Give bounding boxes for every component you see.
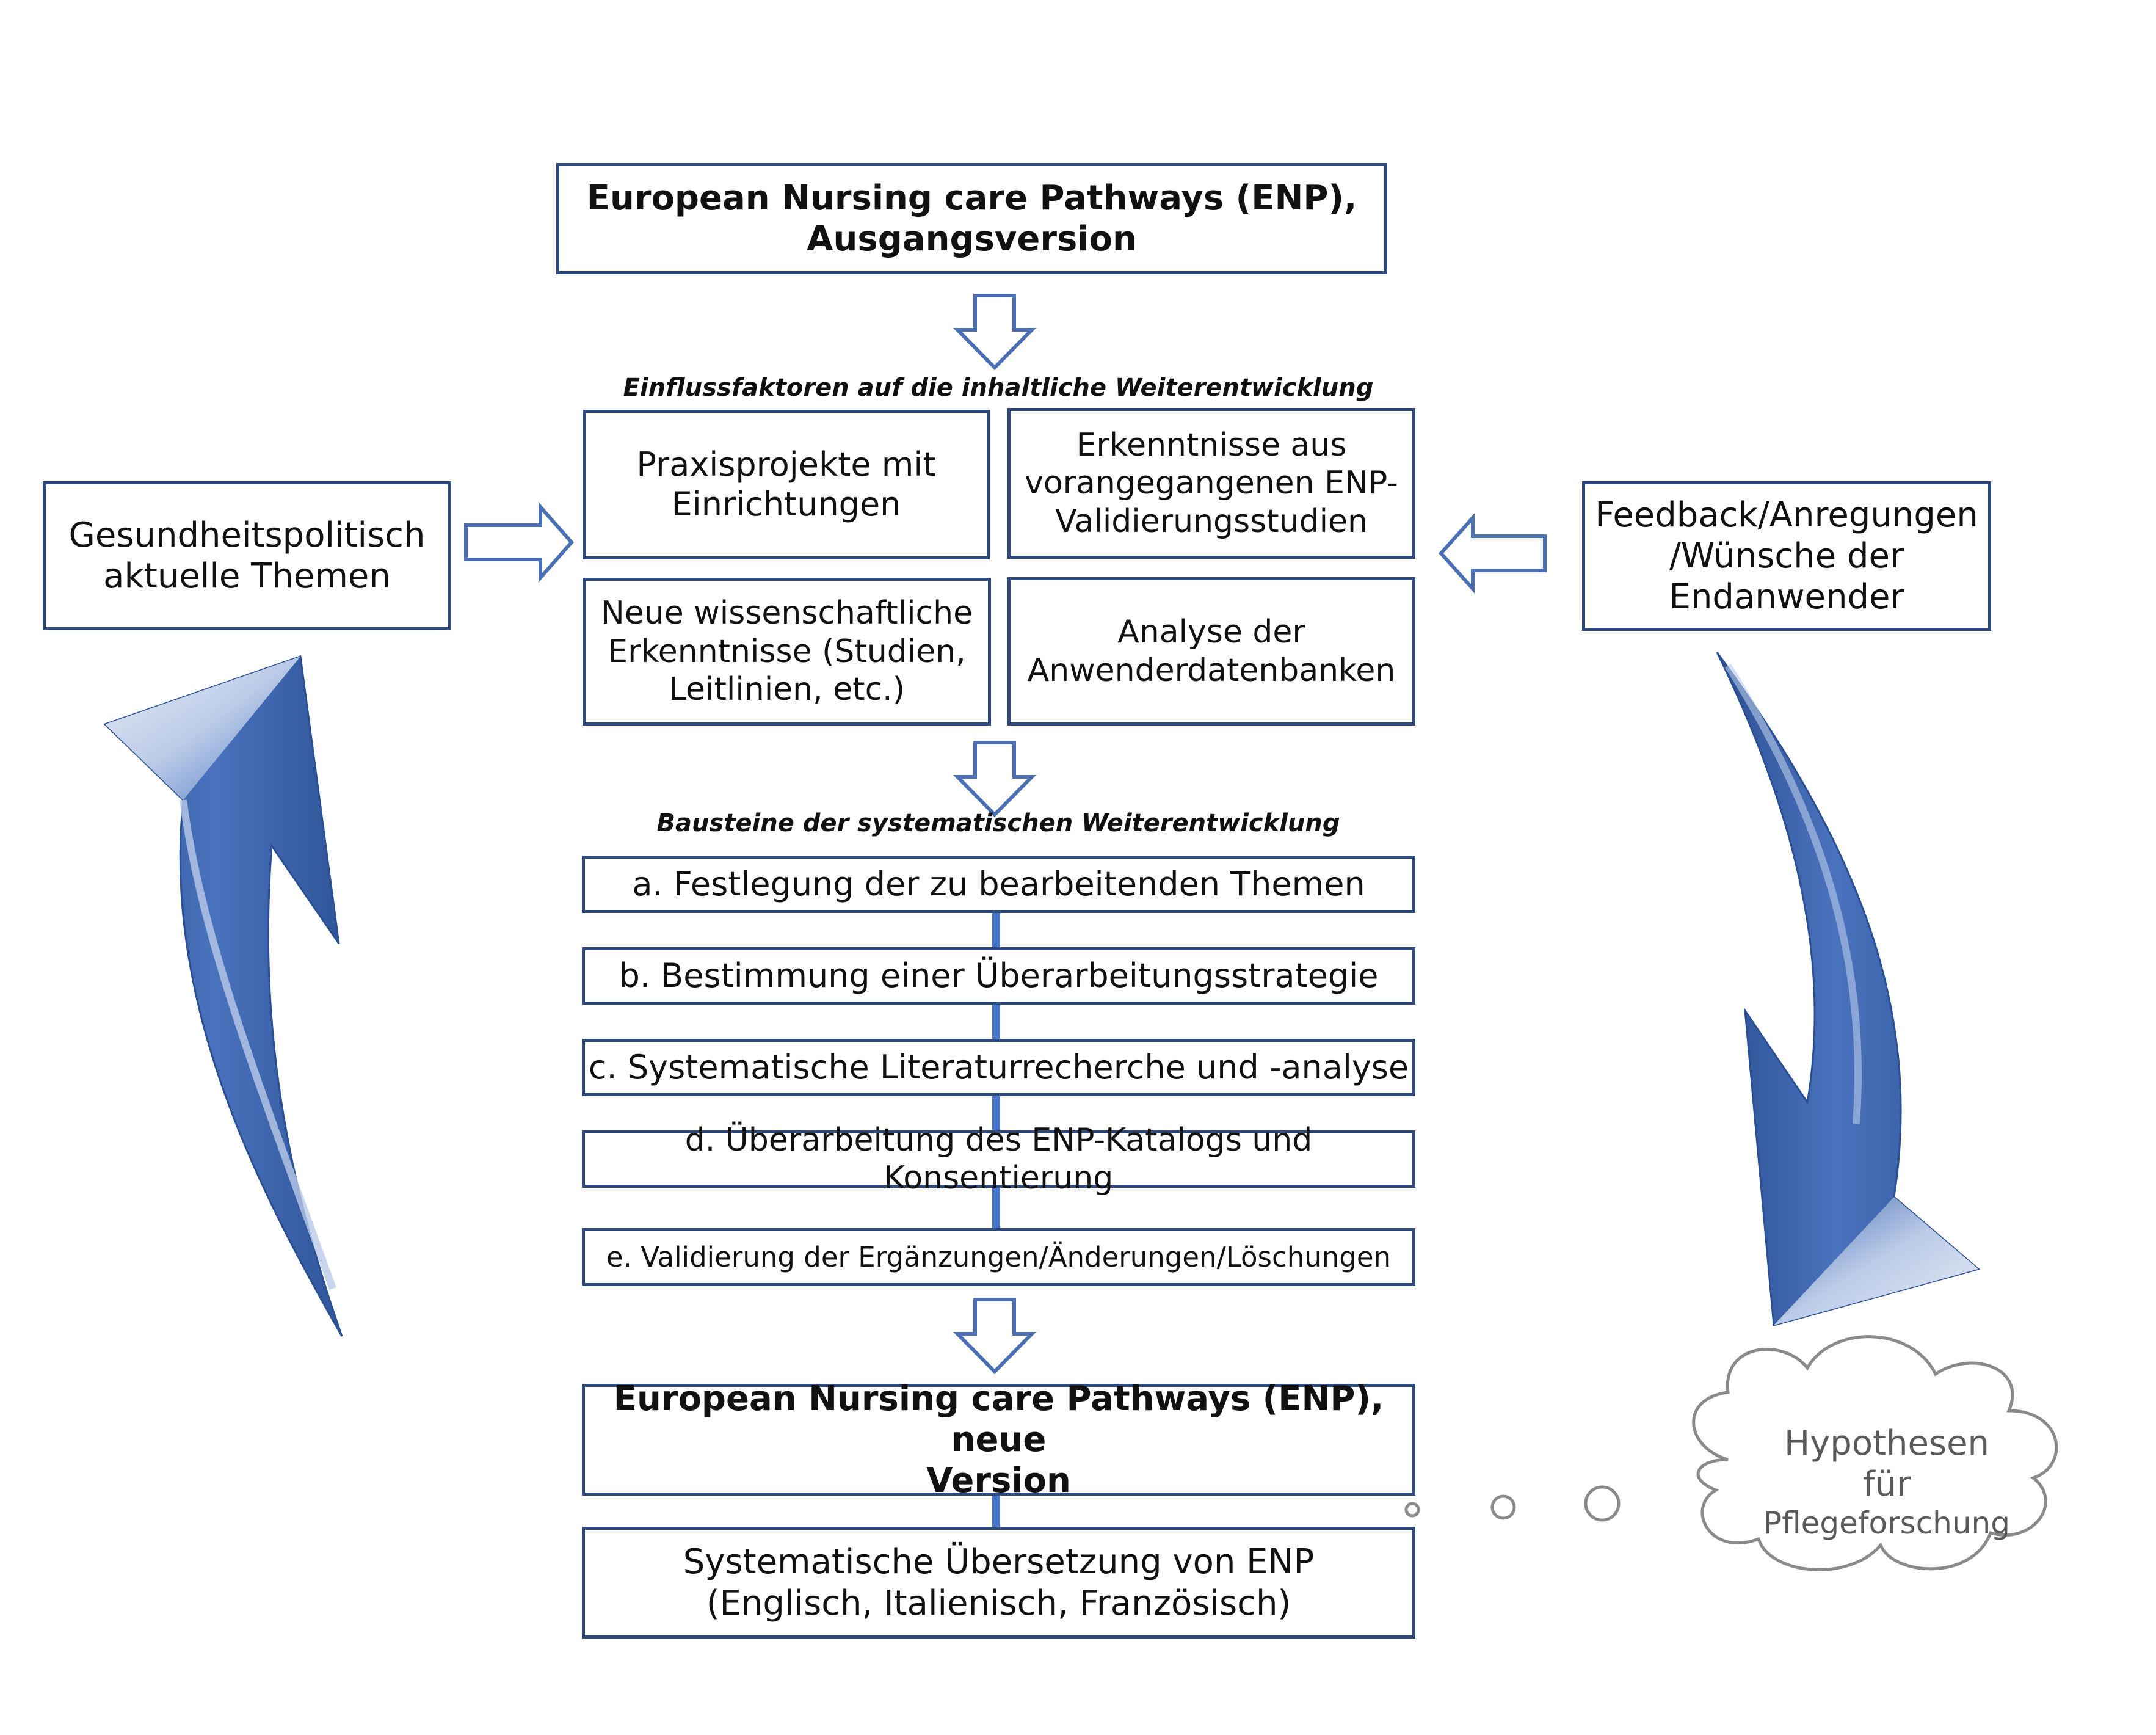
erkenntnisse-line1: Erkenntnisse aus xyxy=(1076,426,1347,464)
wissenschaft-line1: Neue wissenschaftliche xyxy=(600,595,973,632)
health-policy-topics-box: Gesundheitspolitisch aktuelle Themen xyxy=(43,481,451,630)
cloud-line2: für xyxy=(1862,1464,1911,1505)
down-arrow-2 xyxy=(953,741,1037,818)
translation-box: Systematische Übersetzung von ENP (Engli… xyxy=(582,1527,1415,1639)
step-e-text: e. Validierung der Ergänzungen/Änderunge… xyxy=(606,1240,1392,1273)
step-b-box: b. Bestimmung einer Überarbeitungsstrate… xyxy=(582,947,1415,1005)
praxis-line2: Einrichtungen xyxy=(671,484,901,523)
step-a-text: a. Festlegung der zu bearbeitenden Theme… xyxy=(632,864,1365,903)
scientific-findings-box: Neue wissenschaftliche Erkenntnisse (Stu… xyxy=(583,578,991,726)
connector-d-e xyxy=(992,1185,1000,1230)
analyse-line2: Anwenderdatenbanken xyxy=(1027,652,1396,689)
step-d-text: d. Überarbeitung des ENP-Katalogs und Ko… xyxy=(684,1121,1313,1196)
erkenntnisse-line2: vorangegangenen ENP- xyxy=(1025,465,1398,502)
bubble-medium xyxy=(1490,1494,1516,1520)
enp-initial-line2: Ausgangsversion xyxy=(807,219,1137,259)
feedback-line3: Endanwender xyxy=(1669,577,1904,617)
connector-new-translation xyxy=(992,1494,1000,1528)
praxis-projects-box: Praxisprojekte mit Einrichtungen xyxy=(583,410,990,559)
wissenschaft-line3: Leitlinien, etc.) xyxy=(669,671,905,708)
step-e-box: e. Validierung der Ergänzungen/Änderunge… xyxy=(582,1228,1415,1286)
thought-bubbles xyxy=(1404,1485,1621,1522)
right-curved-arrow xyxy=(1716,652,1981,1326)
down-arrow-1 xyxy=(953,294,1037,371)
step-d-box: d. Überarbeitung des ENP-Katalogs und Ko… xyxy=(582,1122,1415,1196)
step-c-text: c. Systematische Literaturrecherche und … xyxy=(588,1047,1409,1086)
feedback-line2: /Wünsche der xyxy=(1669,536,1904,576)
connector-b-c xyxy=(992,1002,1000,1041)
wissenschaft-line2: Erkenntnisse (Studien, xyxy=(608,633,966,670)
cloud-shape xyxy=(1692,1335,2058,1571)
step-connectors xyxy=(992,910,1000,1528)
left-curved-arrow xyxy=(103,655,343,1337)
feedback-line1: Feedback/Anregungen xyxy=(1595,495,1978,535)
cloud-line1: Hypothesen xyxy=(1784,1424,1990,1463)
cloud-line3: Pflegeforschung xyxy=(1763,1505,2010,1541)
connector-c-d xyxy=(992,1093,1000,1132)
enp-initial-line1: European Nursing care Pathways (ENP), xyxy=(586,178,1357,218)
praxis-line1: Praxisprojekte mit xyxy=(636,445,936,484)
enp-initial-version-box: European Nursing care Pathways (ENP), Au… xyxy=(556,163,1387,274)
enp-new-version-box: European Nursing care Pathways (ENP), ne… xyxy=(582,1379,1415,1500)
down-arrow-3 xyxy=(953,1298,1037,1375)
right-arrow xyxy=(464,502,574,583)
enp-new-line2: Version xyxy=(926,1461,1071,1501)
health-policy-line2: aktuelle Themen xyxy=(103,556,391,596)
influence-factors-label: Einflussfaktoren auf die inhaltliche Wei… xyxy=(623,374,1374,402)
enp-new-line1: European Nursing care Pathways (ENP), ne… xyxy=(613,1378,1384,1460)
user-database-analysis-box: Analyse der Anwenderdatenbanken xyxy=(1007,577,1415,726)
left-arrow xyxy=(1438,513,1547,594)
bubble-small xyxy=(1404,1502,1420,1518)
analyse-line1: Analyse der xyxy=(1117,614,1305,651)
bubble-large xyxy=(1584,1485,1621,1522)
step-a-box: a. Festlegung der zu bearbeitenden Theme… xyxy=(582,856,1415,913)
connector-a-b xyxy=(992,910,1000,949)
translation-line2: (Englisch, Italienisch, Französisch) xyxy=(706,1583,1291,1623)
validation-findings-box: Erkenntnisse aus vorangegangenen ENP- Va… xyxy=(1007,408,1415,559)
end-user-feedback-box: Feedback/Anregungen /Wünsche der Endanwe… xyxy=(1582,481,1991,631)
translation-line1: Systematische Übersetzung von ENP xyxy=(683,1542,1315,1582)
health-policy-line1: Gesundheitspolitisch xyxy=(68,515,426,555)
step-c-box: c. Systematische Literaturrecherche und … xyxy=(582,1039,1415,1096)
hollow-arrows xyxy=(464,294,1547,1375)
erkenntnisse-line3: Validierungsstudien xyxy=(1055,503,1368,540)
building-blocks-label: Bausteine der systematischen Weiterentwi… xyxy=(656,809,1340,837)
step-b-text: b. Bestimmung einer Überarbeitungsstrate… xyxy=(619,956,1379,995)
research-hypotheses-text: Hypothesen für Pflegeforschung xyxy=(1734,1423,2039,1541)
